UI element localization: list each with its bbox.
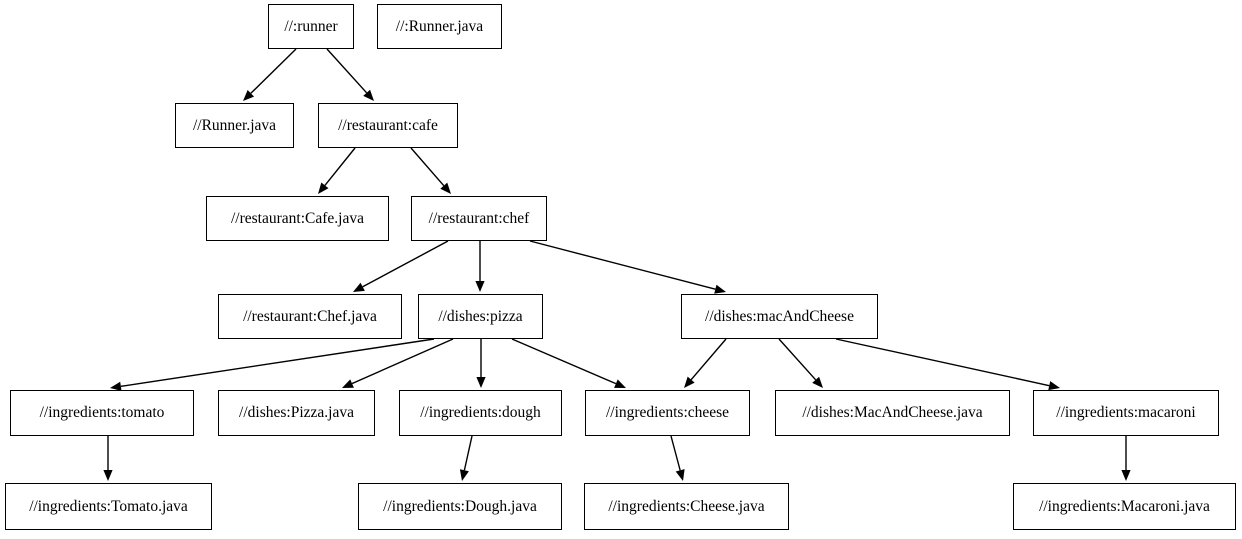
graph-edge-ing_tomato-to-tomato_java: [103, 436, 113, 481]
edge-line: [326, 48, 368, 94]
graph-node-label: //dishes:macAndCheese: [705, 307, 854, 325]
graph-node-label: //ingredients:macaroni: [1056, 404, 1196, 422]
edge-line: [410, 147, 445, 187]
graph-node-label: //ingredients:Tomato.java: [29, 497, 188, 515]
graph-node-label: //:Runner.java: [395, 17, 484, 35]
graph-node-ing_dough[interactable]: //ingredients:dough: [399, 390, 562, 436]
graph-node-label: //restaurant:Chef.java: [243, 307, 377, 325]
graph-node-label: //dishes:Pizza.java: [239, 404, 354, 422]
graph-edge-dishes_mac-to-ing_cheese: [684, 338, 727, 388]
graph-edge-restaurant_chef-to-dishes_pizza: [475, 241, 485, 292]
arrowhead-icon: [1121, 470, 1131, 481]
graph-edge-dishes_mac-to-mac_java: [778, 338, 823, 388]
graph-node-runner_java_root[interactable]: //:Runner.java: [377, 4, 502, 49]
graph-node-runner[interactable]: //:runner: [268, 4, 354, 49]
graph-edge-dishes_pizza-to-ing_cheese: [511, 338, 626, 388]
arrowhead-icon: [363, 89, 374, 101]
graph-edge-restaurant_chef-to-chef_java: [353, 240, 449, 292]
arrowhead-icon: [440, 182, 451, 194]
graph-node-label: //ingredients:Dough.java: [383, 497, 537, 515]
graph-node-label: //dishes:pizza: [438, 307, 523, 325]
graph-node-ing_macaroni[interactable]: //ingredients:macaroni: [1033, 390, 1219, 436]
graph-node-label: //ingredients:Cheese.java: [608, 497, 765, 515]
graph-node-dishes_pizza[interactable]: //dishes:pizza: [418, 294, 543, 339]
graph-edge-ing_macaroni-to-macaroni_java: [1121, 436, 1131, 481]
edge-line: [324, 147, 356, 186]
graph-node-chef_java[interactable]: //restaurant:Chef.java: [218, 294, 402, 339]
edge-line: [362, 240, 449, 288]
edge-line: [778, 338, 817, 381]
graph-node-label: //ingredients:tomato: [39, 404, 165, 422]
graph-node-cheese_java[interactable]: //ingredients:Cheese.java: [584, 483, 789, 530]
graph-node-label: //ingredients:Macaroni.java: [1039, 497, 1210, 515]
arrowhead-icon: [476, 377, 486, 388]
graph-edge-restaurant_cafe-to-cafe_java: [318, 147, 356, 194]
arrowhead-icon: [243, 90, 255, 101]
graph-node-cafe_java[interactable]: //restaurant:Cafe.java: [206, 196, 389, 241]
edge-line: [835, 338, 1050, 387]
graph-node-pizza_java[interactable]: //dishes:Pizza.java: [218, 390, 375, 436]
graph-node-label: //ingredients:dough: [420, 404, 541, 422]
arrowhead-icon: [475, 281, 485, 292]
graph-node-label: //restaurant:Cafe.java: [231, 209, 364, 227]
graph-node-dishes_mac[interactable]: //dishes:macAndCheese: [681, 294, 878, 339]
graph-node-dough_java[interactable]: //ingredients:Dough.java: [358, 483, 562, 530]
edge-line: [351, 338, 454, 385]
edge-line: [670, 435, 681, 471]
graph-edge-dishes_pizza-to-ing_dough: [476, 339, 486, 388]
arrowhead-icon: [318, 182, 329, 194]
graph-node-restaurant_chef[interactable]: //restaurant:chef: [411, 196, 547, 241]
arrowhead-icon: [675, 469, 685, 481]
graph-node-label: //ingredients:cheese: [605, 404, 730, 422]
graph-node-label: //:runner: [284, 17, 338, 35]
arrowhead-icon: [812, 376, 823, 388]
graph-node-label: //Runner.java: [192, 116, 277, 134]
arrowhead-icon: [1048, 381, 1060, 391]
arrowhead-icon: [459, 469, 469, 481]
graph-node-restaurant_cafe[interactable]: //restaurant:cafe: [318, 103, 458, 148]
graph-edge-ing_cheese-to-cheese_java: [670, 435, 685, 481]
edge-line: [120, 338, 435, 388]
arrowhead-icon: [614, 379, 626, 388]
graph-edge-dishes_mac-to-ing_macaroni: [835, 338, 1060, 391]
graph-node-runner_java[interactable]: //Runner.java: [175, 103, 294, 148]
graph-node-label: //restaurant:chef: [428, 209, 530, 227]
edge-line: [529, 240, 716, 290]
graph-edge-dishes_pizza-to-pizza_java: [342, 338, 454, 388]
graph-edge-restaurant_chef-to-dishes_mac: [529, 240, 726, 294]
graph-node-ing_cheese[interactable]: //ingredients:cheese: [585, 390, 750, 436]
arrowhead-icon: [714, 284, 726, 294]
graph-node-label: //dishes:MacAndCheese.java: [802, 404, 983, 422]
edge-line: [690, 338, 727, 381]
graph-node-mac_java[interactable]: //dishes:MacAndCheese.java: [775, 390, 1010, 436]
graph-node-ing_tomato[interactable]: //ingredients:tomato: [10, 390, 194, 436]
graph-edge-runner-to-runner_java: [243, 48, 297, 101]
arrowhead-icon: [353, 282, 365, 292]
graph-edge-runner-to-restaurant_cafe: [326, 48, 374, 101]
edge-line: [250, 48, 297, 94]
arrowhead-icon: [684, 376, 695, 388]
graph-edge-ing_dough-to-dough_java: [459, 435, 473, 481]
graph-edge-dishes_pizza-to-ing_tomato: [110, 338, 435, 391]
graph-node-label: //restaurant:cafe: [338, 116, 438, 134]
edge-line: [511, 338, 617, 385]
edge-line: [463, 435, 473, 471]
graph-node-macaroni_java[interactable]: //ingredients:Macaroni.java: [1013, 483, 1236, 530]
graph-node-tomato_java[interactable]: //ingredients:Tomato.java: [5, 483, 212, 530]
arrowhead-icon: [342, 379, 354, 388]
arrowhead-icon: [103, 470, 113, 481]
graph-edge-restaurant_cafe-to-restaurant_chef: [410, 147, 451, 194]
